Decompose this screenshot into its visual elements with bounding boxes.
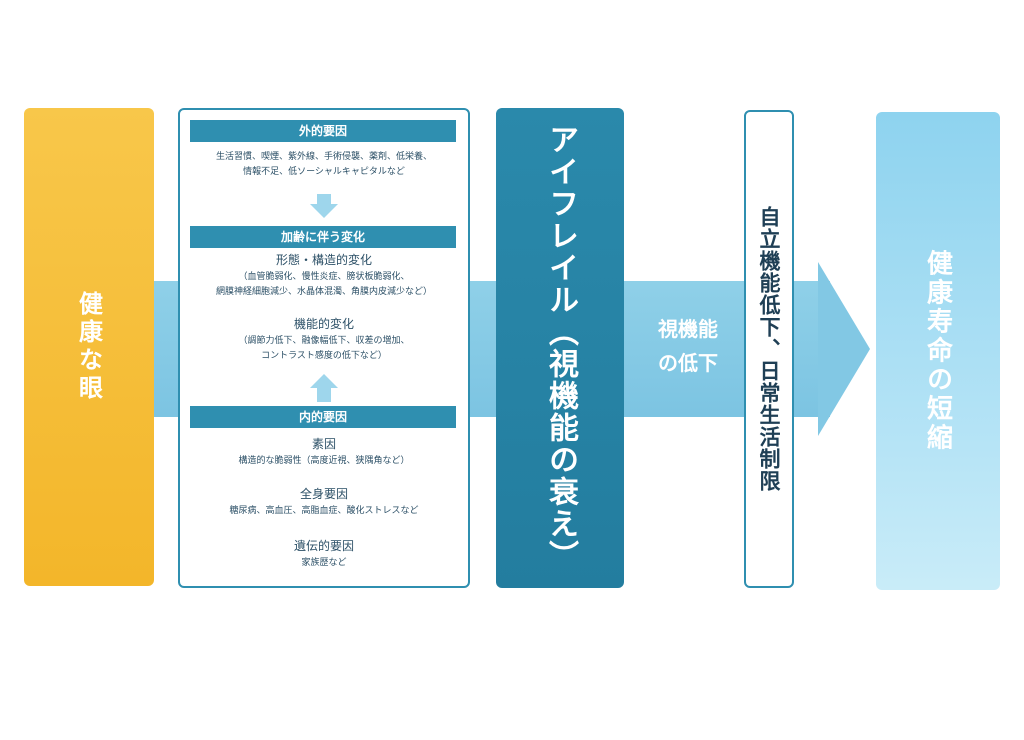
healthy-eye-box: 健康な眼 [24, 108, 154, 586]
internal-factors-header: 内的要因 [190, 406, 456, 428]
up-arrow-icon [310, 374, 338, 388]
healthy-life-shortening-box: 健康寿命の短縮 [876, 112, 1000, 590]
healthy-eye-label: 健康な眼 [74, 291, 103, 403]
factors-panel: 外的要因 生活習慣、喫煙、紫外線、手術侵襲、薬剤、低栄養、 情報不足、低ソーシャ… [178, 108, 470, 588]
function-line-2: コントラスト感度の低下など） [261, 351, 387, 361]
visual-decline-line-2: の低下 [658, 351, 718, 375]
predisposition-line: 構造的な脆弱性（高度近視、狭隅角など） [238, 456, 410, 466]
morphology-line-1: （血管脆弱化、慢性炎症、膀状板脆弱化、 [238, 272, 410, 282]
genetic-title: 遺伝的要因 [293, 539, 354, 553]
down-arrow-icon [310, 204, 338, 218]
down-arrow-stem [317, 194, 331, 204]
adl-box: 自立機能低下、日常生活制限 [744, 110, 794, 588]
healthy-life-shortening-label: 健康寿命の短縮 [922, 249, 953, 453]
predisposition-title: 素因 [311, 437, 336, 451]
function-title: 機能的変化 [293, 317, 354, 331]
genetic-line: 家族歴など [301, 558, 347, 568]
external-factors-header: 外的要因 [190, 120, 456, 142]
external-factors-line-2: 情報不足、低ソーシャルキャピタルなど [243, 167, 405, 177]
systemic-title: 全身要因 [299, 487, 348, 501]
up-arrow-stem [317, 388, 331, 402]
eye-frailty-box: アイフレイル（視機能の衰え） [496, 108, 624, 588]
morphology-title: 形態・構造的変化 [275, 253, 372, 267]
function-line-1: （調節力低下、融像幅低下、収差の増加、 [238, 336, 410, 346]
adl-label: 自立機能低下、日常生活制限 [757, 206, 781, 492]
systemic-line: 糖尿病、高血圧、高脂血症、酸化ストレスなど [229, 506, 419, 516]
morphology-line-2: 網膜神経細胞減少、水晶体混濁、角膜内皮減少など） [215, 287, 432, 297]
visual-decline-line-1: 視機能 [658, 317, 718, 341]
aging-changes-header: 加齢に伴う変化 [190, 226, 456, 248]
external-factors-line-1: 生活習慣、喫煙、紫外線、手術侵襲、薬剤、低栄養、 [215, 152, 432, 162]
eye-frailty-label: アイフレイル（視機能の衰え） [543, 124, 578, 572]
flow-arrow-head [818, 262, 870, 436]
visual-decline-label: 視機能 の低下 [638, 312, 738, 380]
